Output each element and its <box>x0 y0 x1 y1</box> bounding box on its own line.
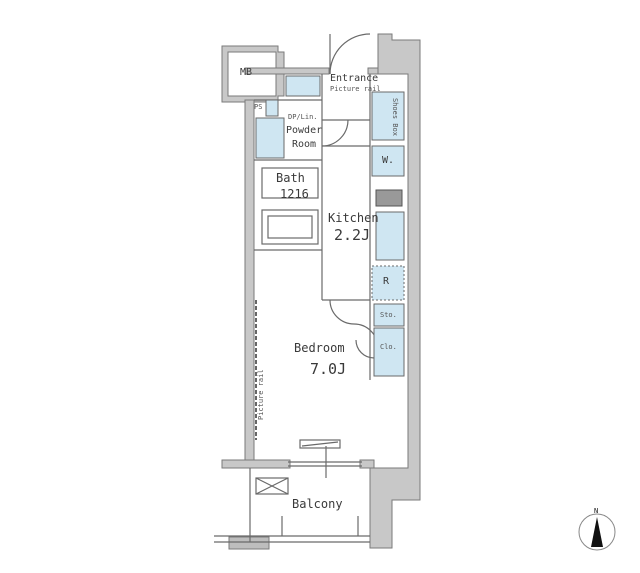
dp-lin-label: DP/Lin. <box>288 113 318 121</box>
ps-label: PS <box>254 103 263 111</box>
storage-label: Sto. <box>380 311 397 319</box>
bath-label: Bath <box>276 171 305 185</box>
bedroom-label: Bedroom <box>294 341 345 355</box>
entrance-picture-rail-label: Picture rail <box>330 85 381 93</box>
shoes-box-label: Shoes Box <box>391 98 399 136</box>
kitchen-label: Kitchen <box>328 211 379 225</box>
washer-fixture <box>371 145 405 177</box>
bath-size: 1216 <box>280 187 309 201</box>
toilet-fixture <box>255 117 285 159</box>
powder-sink-fixture <box>285 75 321 97</box>
sink-fixture <box>375 211 405 261</box>
right-wall <box>369 33 421 549</box>
kitchen-size: 2.2J <box>334 226 371 244</box>
balcony-outdoor-unit <box>228 536 270 550</box>
powder-room-label-1: Powder <box>286 125 323 136</box>
washer-label: W. <box>382 155 395 166</box>
closet-fixture <box>373 327 405 377</box>
bottom-wall-right <box>359 459 375 469</box>
balcony-label: Balcony <box>292 497 343 511</box>
powder-room-label-2: Room <box>292 139 317 150</box>
picture-rail-label: Picture rail <box>257 369 265 420</box>
storage-fixture <box>373 303 405 327</box>
bottom-wall-left <box>221 459 291 469</box>
shoes-box-fixture <box>371 91 405 141</box>
mb-label: MB <box>240 67 253 78</box>
ps-fixture <box>265 99 279 117</box>
fridge-label: R <box>383 276 390 287</box>
compass-north-label: N <box>594 507 599 515</box>
bedroom-size: 7.0J <box>310 360 347 378</box>
top-wall-left <box>244 67 330 75</box>
left-wall <box>244 99 255 461</box>
closet-label: Clo. <box>380 343 397 351</box>
north-compass <box>578 513 616 551</box>
fridge-fixture <box>371 265 405 301</box>
entrance-label: Entrance <box>330 73 379 84</box>
stove-fixture <box>375 189 403 207</box>
